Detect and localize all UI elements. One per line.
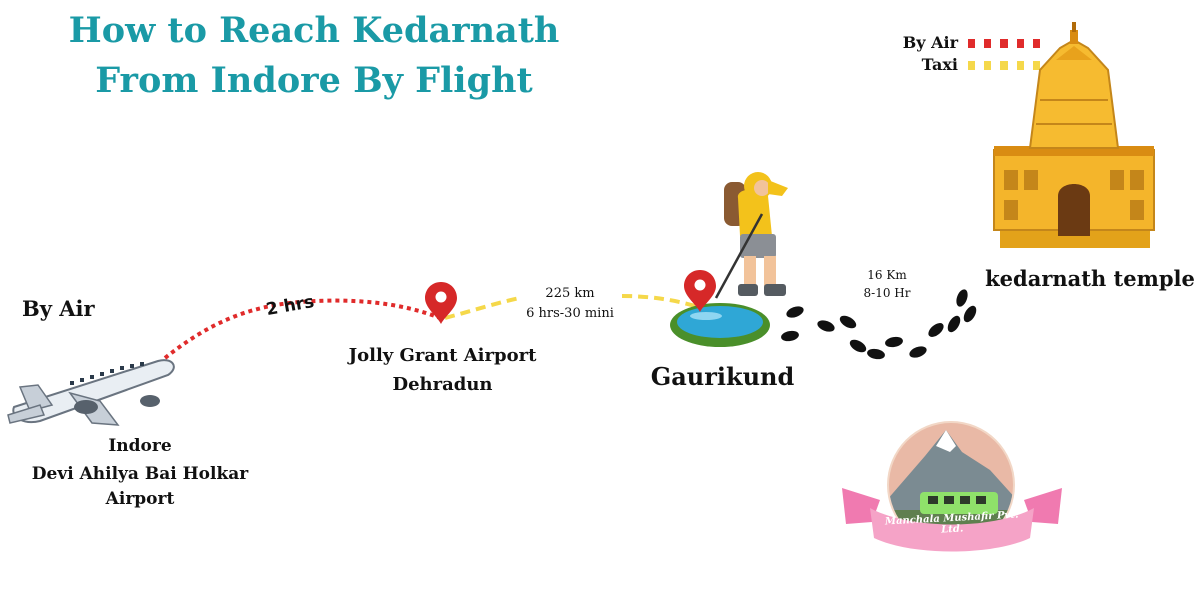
base-label: Gaurikund <box>650 362 795 391</box>
legend-item-taxi: Taxi <box>903 54 1041 76</box>
title-line-2: From Indore By Flight <box>95 60 533 101</box>
airport-label: Jolly Grant Airport Dehradun <box>330 341 555 399</box>
map-pin-icon <box>684 270 716 312</box>
legend: By Air Taxi <box>902 32 1041 76</box>
map-pin-icon <box>425 282 457 324</box>
footprints-icon <box>781 289 977 360</box>
airport-name: Jolly Grant Airport <box>348 345 537 366</box>
origin-airport-line-2: Airport <box>105 489 175 509</box>
legend-item-air: By Air <box>902 32 1041 54</box>
origin-airport-line-1: Devi Ahilya Bai Holkar <box>31 464 249 484</box>
airport-city: Dehradun <box>392 374 493 395</box>
trek-time: 8-10 Hr <box>863 286 911 300</box>
taxi-route-line-1 <box>444 296 521 320</box>
destination-label: kedarnath temple <box>985 266 1195 291</box>
taxi-leg-label: 225 km 6 hrs-30 mini <box>515 284 625 324</box>
taxi-distance: 225 km <box>545 286 595 301</box>
page-title: How to Reach Kedarnath From Indore By Fl… <box>40 6 588 106</box>
legend-label-taxi: Taxi <box>921 55 958 74</box>
mode-label-by-air: By Air <box>22 296 95 321</box>
title-line-1: How to Reach Kedarnath <box>68 10 560 51</box>
taxi-time: 6 hrs-30 mini <box>526 306 614 321</box>
temple-icon <box>993 22 1155 248</box>
origin-label: Indore Devi Ahilya Bai Holkar Airport <box>20 432 260 513</box>
lake-icon <box>670 303 770 347</box>
company-logo <box>842 421 1062 552</box>
legend-swatch-air <box>968 38 1041 48</box>
legend-label-air: By Air <box>902 33 958 52</box>
airplane-icon <box>7 359 175 426</box>
taxi-route-line-2 <box>621 294 696 308</box>
hiker-icon <box>714 172 788 299</box>
origin-city: Indore <box>108 436 172 456</box>
trek-leg-label: 16 Km 8-10 Hr <box>842 266 932 302</box>
trek-distance: 16 Km <box>867 268 907 282</box>
legend-swatch-taxi <box>968 60 1041 70</box>
